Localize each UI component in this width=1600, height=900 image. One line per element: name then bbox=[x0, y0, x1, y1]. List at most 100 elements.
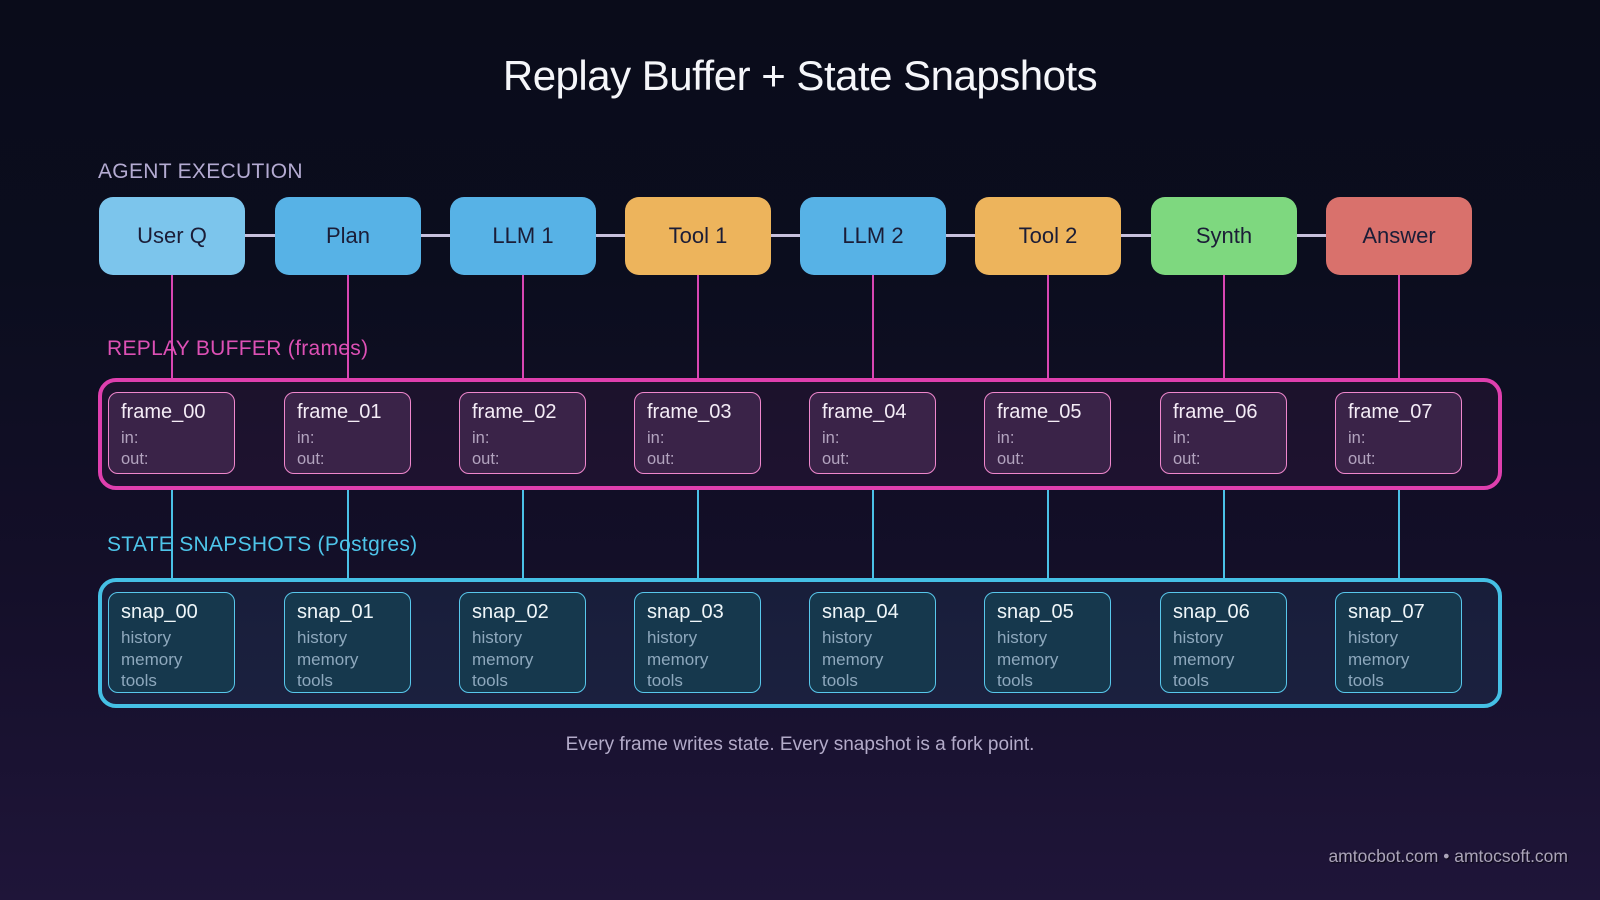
snapshot-title: snap_06 bbox=[1173, 601, 1250, 623]
frame-field-in: in: bbox=[647, 429, 665, 447]
snapshot-field-history: history bbox=[1173, 628, 1224, 647]
frame-title: frame_07 bbox=[1348, 401, 1433, 423]
frame-field-out: out: bbox=[297, 450, 325, 469]
snapshot-field-history: history bbox=[121, 628, 172, 647]
frame-title: frame_00 bbox=[121, 401, 206, 423]
frame-drop-line bbox=[1398, 275, 1400, 378]
frame-field-out: out: bbox=[121, 450, 149, 469]
snapshot-drop-line bbox=[1223, 490, 1225, 578]
agent-step-synth: Synth bbox=[1151, 197, 1297, 275]
snapshot-field-history: history bbox=[472, 628, 523, 647]
agent-step-plan: Plan bbox=[275, 197, 421, 275]
snapshot-card: snap_06 history memory tools bbox=[1160, 592, 1287, 693]
snapshot-card: snap_00 history memory tools bbox=[108, 592, 235, 693]
frame-field-in: in: bbox=[822, 429, 840, 447]
frame-field-in: in: bbox=[121, 429, 139, 447]
frame-drop-line bbox=[347, 275, 349, 378]
agent-step-label: User Q bbox=[137, 223, 207, 248]
agent-step-label: Plan bbox=[325, 223, 371, 248]
frame-card: frame_07 in: out: bbox=[1335, 392, 1462, 474]
frame-card: frame_02 in: out: bbox=[459, 392, 586, 474]
frame-card: frame_04 in: out: bbox=[809, 392, 936, 474]
agent-step-llm-2: LLM 2 bbox=[800, 197, 946, 275]
frame-field-out: out: bbox=[472, 450, 500, 469]
frame-card: frame_00 in: out: bbox=[108, 392, 235, 474]
snapshot-title: snap_07 bbox=[1348, 601, 1425, 623]
frame-card: frame_05 in: out: bbox=[984, 392, 1111, 474]
agent-step-label: Synth bbox=[1195, 223, 1253, 248]
snapshot-card: snap_04 history memory tools bbox=[809, 592, 936, 693]
frame-drop-line bbox=[872, 275, 874, 378]
frame-title: frame_06 bbox=[1173, 401, 1258, 423]
snapshot-drop-line bbox=[347, 490, 349, 578]
frame-drop-line bbox=[522, 275, 524, 378]
frame-title: frame_01 bbox=[297, 401, 382, 423]
frame-field-out: out: bbox=[1348, 450, 1376, 469]
snapshot-title: snap_01 bbox=[297, 601, 374, 623]
agent-step-user-q: User Q bbox=[99, 197, 245, 275]
snapshot-title: snap_04 bbox=[822, 601, 899, 623]
snapshot-drop-line bbox=[522, 490, 524, 578]
frame-title: frame_04 bbox=[822, 401, 907, 423]
frame-title: frame_03 bbox=[647, 401, 732, 423]
snapshot-title: snap_00 bbox=[121, 601, 198, 623]
snapshot-field-tools: tools bbox=[1173, 671, 1209, 691]
snapshot-drop-line bbox=[872, 490, 874, 578]
snapshot-field-memory: memory bbox=[1348, 649, 1410, 669]
agent-step-label: Tool 2 bbox=[1018, 223, 1078, 248]
state-snapshots-label: STATE SNAPSHOTS (Postgres) bbox=[107, 533, 418, 556]
frame-field-out: out: bbox=[647, 450, 675, 469]
snapshot-field-memory: memory bbox=[647, 649, 709, 669]
snapshot-card: snap_02 history memory tools bbox=[459, 592, 586, 693]
snapshot-card: snap_07 history memory tools bbox=[1335, 592, 1462, 693]
snapshot-field-memory: memory bbox=[997, 649, 1059, 669]
frame-drop-line bbox=[171, 275, 173, 378]
frame-drop-line bbox=[697, 275, 699, 378]
snapshot-field-tools: tools bbox=[297, 671, 333, 691]
snapshot-title: snap_03 bbox=[647, 601, 724, 623]
snapshot-field-history: history bbox=[297, 628, 348, 647]
replay-buffer-label: REPLAY BUFFER (frames) bbox=[107, 337, 369, 360]
snapshot-field-history: history bbox=[647, 628, 698, 647]
snapshot-field-tools: tools bbox=[121, 671, 157, 691]
snapshot-drop-line bbox=[697, 490, 699, 578]
snapshot-drop-line bbox=[1047, 490, 1049, 578]
snapshot-field-tools: tools bbox=[647, 671, 683, 691]
frame-field-in: in: bbox=[1173, 429, 1191, 447]
snapshot-field-memory: memory bbox=[121, 649, 183, 669]
frame-drop-line bbox=[1223, 275, 1225, 378]
frame-field-out: out: bbox=[1173, 450, 1201, 469]
agent-step-llm-1: LLM 1 bbox=[450, 197, 596, 275]
snapshot-field-history: history bbox=[1348, 628, 1399, 647]
snapshot-field-history: history bbox=[997, 628, 1048, 647]
snapshot-field-tools: tools bbox=[997, 671, 1033, 691]
snapshot-title: snap_05 bbox=[997, 601, 1074, 623]
snapshot-field-memory: memory bbox=[297, 649, 359, 669]
caption-text: Every frame writes state. Every snapshot… bbox=[565, 734, 1035, 755]
snapshot-field-tools: tools bbox=[822, 671, 858, 691]
agent-step-label: Tool 1 bbox=[668, 223, 728, 248]
agent-step-label: Answer bbox=[1362, 223, 1436, 248]
frame-title: frame_02 bbox=[472, 401, 557, 423]
snapshot-field-memory: memory bbox=[1173, 649, 1235, 669]
frame-field-in: in: bbox=[1348, 429, 1366, 447]
snapshot-title: snap_02 bbox=[472, 601, 549, 623]
step-connector-line bbox=[172, 234, 1399, 237]
snapshot-field-history: history bbox=[822, 628, 873, 647]
frame-field-out: out: bbox=[822, 450, 850, 469]
snapshot-card: snap_05 history memory tools bbox=[984, 592, 1111, 693]
frame-field-in: in: bbox=[997, 429, 1015, 447]
frame-card: frame_03 in: out: bbox=[634, 392, 761, 474]
frame-field-in: in: bbox=[472, 429, 490, 447]
frame-drop-line bbox=[1047, 275, 1049, 378]
frame-field-out: out: bbox=[997, 450, 1025, 469]
footer-links: amtocbot.com • amtocsoft.com bbox=[1328, 846, 1568, 866]
agent-step-tool-1: Tool 1 bbox=[625, 197, 771, 275]
agent-step-answer: Answer bbox=[1326, 197, 1472, 275]
snapshot-field-memory: memory bbox=[472, 649, 534, 669]
snapshot-card: snap_03 history memory tools bbox=[634, 592, 761, 693]
page-title: Replay Buffer + State Snapshots bbox=[502, 52, 1098, 99]
agent-step-label: LLM 2 bbox=[842, 223, 904, 248]
snapshot-card: snap_01 history memory tools bbox=[284, 592, 411, 693]
